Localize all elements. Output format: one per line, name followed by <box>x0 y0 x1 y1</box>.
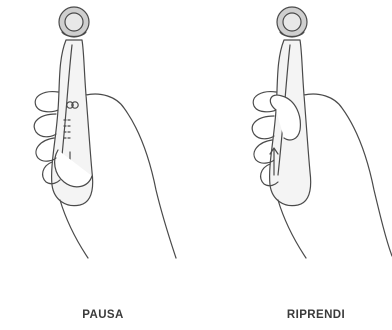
brush-head <box>59 7 89 37</box>
caption-pause: PAUSA <box>48 307 158 323</box>
hand-outline <box>304 94 392 256</box>
caption-resume: RIPRENDI <box>256 307 376 323</box>
finger-2 <box>34 114 56 137</box>
wrist-outline <box>278 200 306 258</box>
brush-head <box>277 7 307 37</box>
finger-2 <box>252 116 274 139</box>
hand-outline <box>86 94 176 258</box>
pause-panel <box>34 7 176 258</box>
resume-panel <box>252 7 392 258</box>
finger-1 <box>35 92 58 112</box>
wrist-outline <box>60 200 88 258</box>
